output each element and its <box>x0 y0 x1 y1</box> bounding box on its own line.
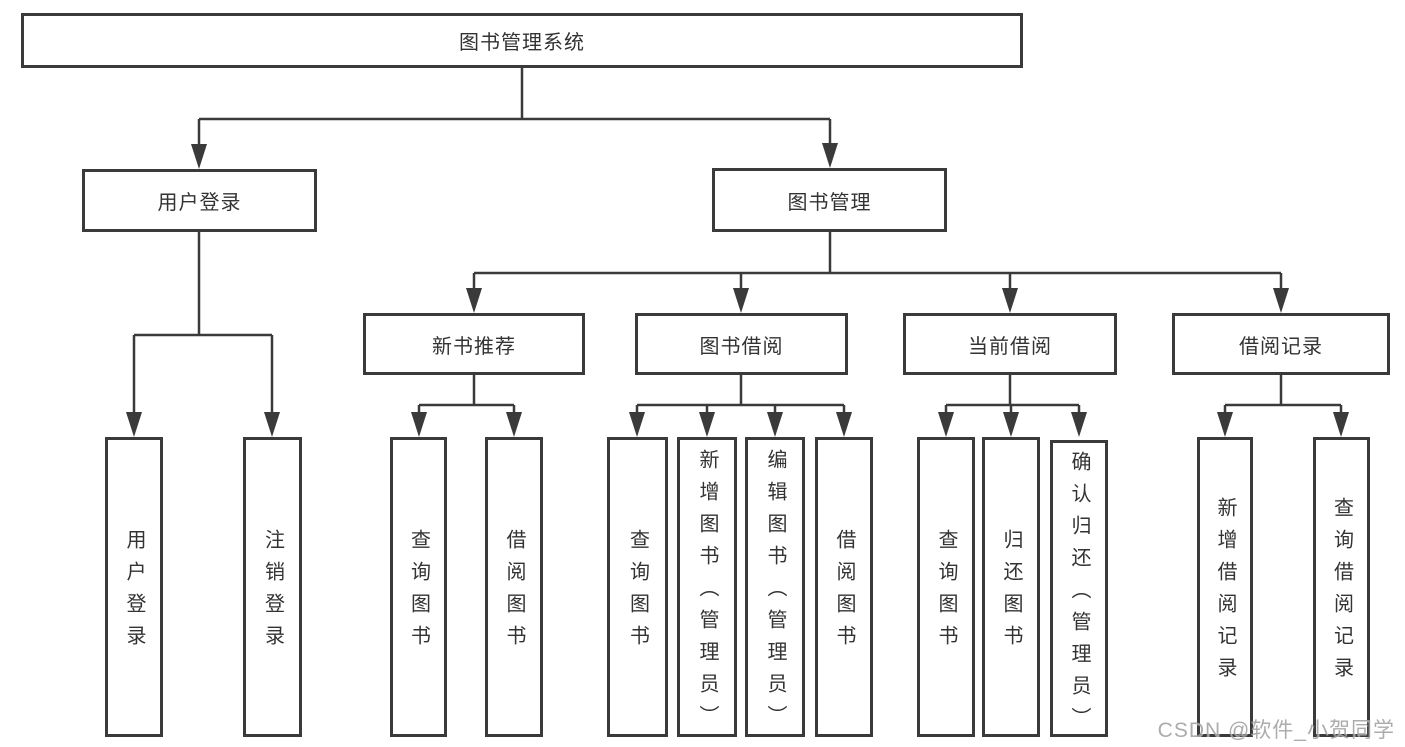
leaf-query-borrow-record: 查询借阅记录 <box>1313 437 1370 737</box>
leaf-return-books: 归还图书 <box>982 437 1040 737</box>
node-book-management: 图书管理 <box>712 168 947 232</box>
leaf-label: 查询图书 <box>626 529 649 657</box>
leaf-label: 确认归还（管理员） <box>1068 450 1090 739</box>
leaf-label: 编辑图书（管理员） <box>764 449 786 737</box>
leaf-user-login: 用户登录 <box>105 437 163 737</box>
leaf-label: 查询图书 <box>935 529 957 657</box>
leaf-borrow-books-2: 借阅图书 <box>815 437 873 737</box>
leaf-query-books-3: 查询图书 <box>917 437 975 737</box>
node-user-login: 用户登录 <box>82 169 317 232</box>
leaf-label: 归还图书 <box>1000 529 1022 657</box>
leaf-label: 新增图书（管理员） <box>696 449 718 737</box>
leaf-add-borrow-record: 新增借阅记录 <box>1197 437 1253 737</box>
node-borrow-records: 借阅记录 <box>1172 313 1390 375</box>
arrowheads <box>126 143 1349 437</box>
leaf-edit-books-admin: 编辑图书（管理员） <box>745 437 805 737</box>
leaf-query-books-1: 查询图书 <box>390 437 447 737</box>
leaf-label: 用户登录 <box>123 529 145 657</box>
leaf-label: 新增借阅记录 <box>1214 497 1236 689</box>
leaf-label: 借阅图书 <box>833 529 855 657</box>
node-new-book-recommend: 新书推荐 <box>363 313 585 375</box>
leaf-confirm-return-admin: 确认归还（管理员） <box>1050 440 1108 739</box>
leaf-query-books-2: 查询图书 <box>607 437 668 737</box>
node-current-borrow: 当前借阅 <box>903 313 1117 375</box>
leaf-label: 借阅图书 <box>503 529 525 657</box>
csdn-watermark: CSDN @软件_小贺同学 <box>1157 719 1395 742</box>
leaf-label: 查询图书 <box>407 529 430 657</box>
leaf-add-books-admin: 新增图书（管理员） <box>677 437 737 737</box>
node-root-system: 图书管理系统 <box>21 13 1023 68</box>
leaf-label: 查询借阅记录 <box>1330 497 1353 689</box>
leaf-logout: 注销登录 <box>243 437 302 737</box>
node-book-borrow: 图书借阅 <box>635 313 848 375</box>
leaf-borrow-books-1: 借阅图书 <box>485 437 543 737</box>
leaf-label: 注销登录 <box>261 529 284 657</box>
